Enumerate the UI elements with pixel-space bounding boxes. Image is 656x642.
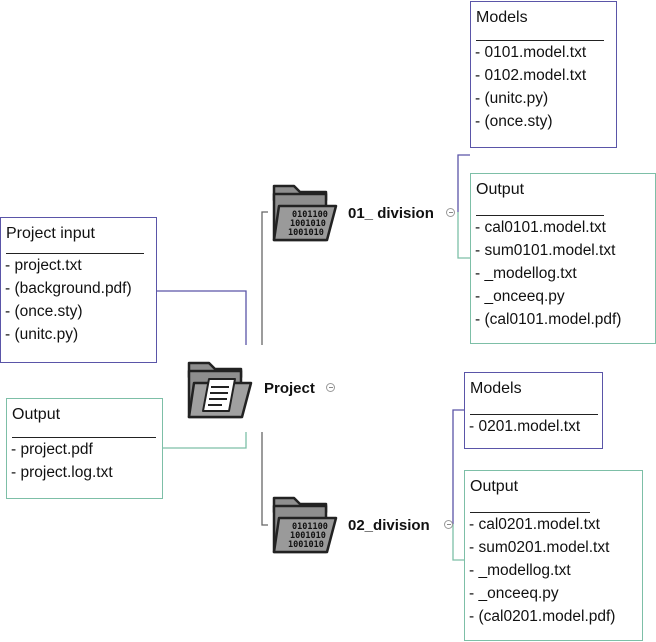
list-item: - sum0101.model.txt bbox=[475, 242, 616, 259]
list-item: - 0102.model.txt bbox=[475, 67, 587, 84]
division-1-output-box: Output - cal0101.model.txt - sum0101.mod… bbox=[470, 173, 656, 344]
models-list: - 0101.model.txt - 0102.model.txt - (uni… bbox=[475, 41, 616, 133]
title-rule bbox=[470, 414, 598, 415]
list-item: - project.pdf bbox=[11, 441, 93, 458]
output-list: - cal0201.model.txt - sum0201.model.txt … bbox=[469, 513, 642, 628]
connector-div1-output bbox=[457, 212, 470, 259]
output-title: Output bbox=[476, 181, 525, 198]
list-item: - (once.sty) bbox=[5, 303, 83, 320]
list-item: - 0201.model.txt bbox=[469, 418, 581, 435]
collapse-division-2-icon[interactable] bbox=[444, 520, 453, 529]
list-item: - _modellog.txt bbox=[475, 265, 577, 282]
title-rule bbox=[12, 437, 156, 438]
division-2-output-box: Output - cal0201.model.txt - sum0201.mod… bbox=[464, 470, 643, 641]
collapse-division-1-icon[interactable] bbox=[446, 208, 455, 217]
division-2-folder-icon: 0101100 1001010 1001010 bbox=[272, 496, 338, 554]
title-rule bbox=[470, 512, 590, 513]
binary-line: 1001010 bbox=[288, 540, 324, 550]
list-item: - _modellog.txt bbox=[469, 562, 571, 579]
list-item: - project.log.txt bbox=[11, 464, 113, 481]
list-item: - cal0101.model.txt bbox=[475, 219, 606, 236]
connector-div2-output bbox=[452, 524, 464, 561]
output-title: Output bbox=[470, 478, 519, 495]
project-input-list: - project.txt - (background.pdf) - (once… bbox=[5, 254, 156, 346]
connector-project-input bbox=[156, 290, 247, 345]
project-output-list: - project.pdf - project.log.txt bbox=[11, 438, 162, 484]
project-output-title: Output bbox=[12, 406, 61, 423]
list-item: - sum0201.model.txt bbox=[469, 539, 610, 556]
models-title: Models bbox=[476, 9, 528, 26]
connector-project-output bbox=[162, 432, 247, 449]
output-list: - cal0101.model.txt - sum0101.model.txt … bbox=[475, 216, 655, 331]
binary-line: 0101100 bbox=[292, 522, 328, 532]
division-2-label: 02_division bbox=[348, 517, 430, 534]
binary-line: 1001010 bbox=[290, 531, 326, 541]
list-item: - (unitc.py) bbox=[5, 326, 79, 343]
list-item: - (unitc.py) bbox=[475, 90, 549, 107]
list-item: - (cal0201.model.pdf) bbox=[469, 608, 616, 625]
project-input-title: Project input bbox=[6, 225, 95, 242]
binary-line: 1001010 bbox=[288, 228, 324, 238]
list-item: - project.txt bbox=[5, 257, 82, 274]
list-item: - (once.sty) bbox=[475, 113, 553, 130]
binary-line: 0101100 bbox=[292, 210, 328, 220]
list-item: - _onceeq.py bbox=[469, 585, 559, 602]
title-rule bbox=[476, 40, 604, 41]
list-item: - _onceeq.py bbox=[475, 288, 565, 305]
connector-div2-models bbox=[452, 409, 464, 524]
list-item: - (cal0101.model.pdf) bbox=[475, 311, 622, 328]
list-item: - cal0201.model.txt bbox=[469, 516, 600, 533]
models-title: Models bbox=[470, 380, 522, 397]
project-output-box: Output - project.pdf - project.log.txt bbox=[6, 398, 163, 499]
list-item: - 0101.model.txt bbox=[475, 44, 587, 61]
binary-line: 1001010 bbox=[290, 219, 326, 229]
title-rule bbox=[476, 215, 604, 216]
title-rule bbox=[6, 253, 144, 254]
list-item: - (background.pdf) bbox=[5, 280, 132, 297]
connector-div1-models bbox=[457, 154, 470, 212]
models-list: - 0201.model.txt bbox=[469, 415, 602, 438]
connector-root-divisions bbox=[261, 211, 268, 526]
division-2-models-box: Models - 0201.model.txt bbox=[464, 372, 603, 449]
division-1-folder-icon: 0101100 1001010 1001010 bbox=[272, 184, 338, 242]
project-input-box: Project input - project.txt - (backgroun… bbox=[0, 217, 157, 363]
collapse-root-icon[interactable] bbox=[326, 383, 335, 392]
division-1-models-box: Models - 0101.model.txt - 0102.model.txt… bbox=[470, 1, 617, 148]
project-document-folder-icon bbox=[187, 361, 253, 419]
division-1-label: 01_ division bbox=[348, 205, 434, 222]
root-label: Project bbox=[264, 380, 315, 397]
